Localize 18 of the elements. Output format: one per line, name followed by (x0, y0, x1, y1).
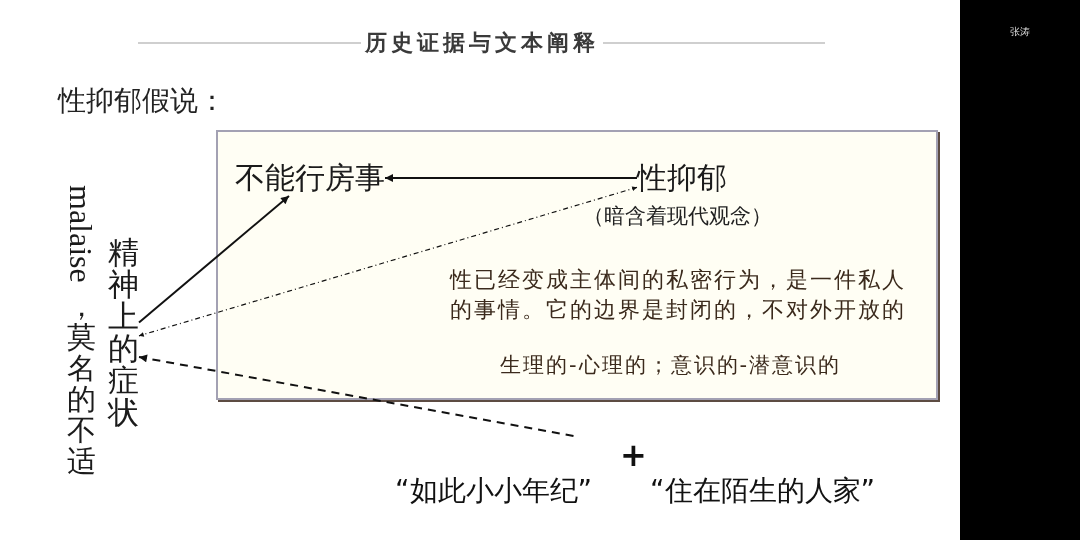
section-heading: 性抑郁假说： (58, 84, 226, 118)
plus-sign: + (620, 436, 647, 475)
body-text: 生理的-心理的；意识的-潜意识的 (500, 352, 842, 379)
vertical-text: 精神上的症状 (107, 236, 139, 428)
arrow (138, 195, 290, 324)
slide-title: 历史证据与文本阐释 (364, 29, 599, 57)
dashed-arrow (138, 354, 575, 437)
dashed-arrow (138, 186, 638, 337)
term-text: 性抑郁 (637, 160, 727, 196)
quote-text: “如此小小年纪” (395, 474, 592, 508)
term-text: 不能行房事 (235, 160, 385, 196)
body-text: 性已经变成主体间的私密行为，是一件私人的事情。它的边界是封闭的，不对外开放的 (450, 266, 907, 324)
quote-text: “住在陌生的人家” (650, 474, 875, 508)
content-panel (216, 130, 938, 400)
presenter-name: 张涛 (1010, 26, 1030, 38)
vertical-annotation: malaise，莫名的不适 (64, 185, 98, 477)
arrow (384, 174, 638, 182)
annotation-text: （暗含着现代观念） (583, 203, 772, 230)
